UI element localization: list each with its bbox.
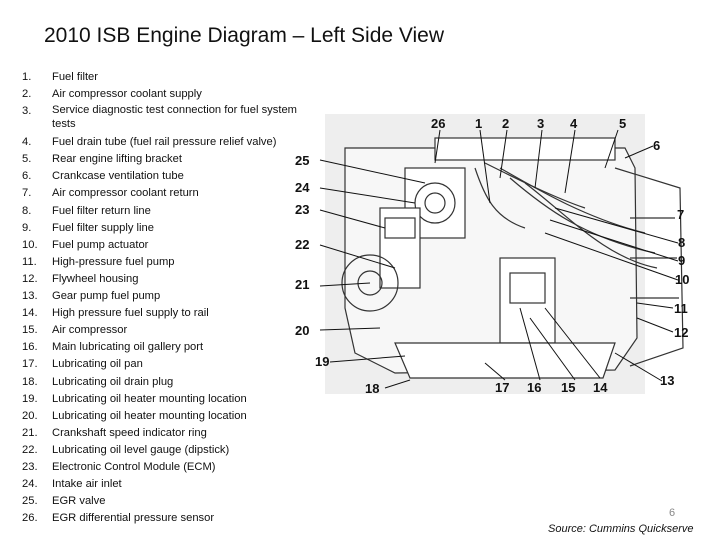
legend-item: 3.Service diagnostic test connection for… <box>22 104 297 131</box>
callout-20: 20 <box>295 323 309 338</box>
legend-item: 17.Lubricating oil pan <box>22 358 143 371</box>
source-credit: Source: Cummins Quickserve <box>548 523 694 535</box>
callout-14: 14 <box>593 380 608 395</box>
legend-item: 12.Flywheel housing <box>22 272 139 285</box>
legend-item: 11.High-pressure fuel pump <box>22 255 175 268</box>
legend-item: 2.Air compressor coolant supply <box>22 88 202 101</box>
callout-11: 11 <box>674 301 688 316</box>
legend-item: 14.High pressure fuel supply to rail <box>22 307 209 320</box>
legend-item: 15.Air compressor <box>22 324 128 337</box>
legend-item: 21.Crankshaft speed indicator ring <box>22 426 207 439</box>
legend-item: 19.Lubricating oil heater mounting locat… <box>22 392 247 405</box>
legend-item: 10.Fuel pump actuator <box>22 238 149 251</box>
callout-12: 12 <box>674 325 688 340</box>
callout-7: 7 <box>677 207 684 222</box>
callout-23: 23 <box>295 202 309 217</box>
callout-24: 24 <box>295 180 310 195</box>
callout-3: 3 <box>537 116 544 131</box>
legend-item: 25.EGR valve <box>22 495 106 508</box>
legend-item: 1.Fuel filter <box>22 71 99 83</box>
callout-25: 25 <box>295 153 309 168</box>
callout-2: 2 <box>502 116 509 131</box>
legend-item: 8.Fuel filter return line <box>22 204 151 217</box>
callout-8: 8 <box>678 235 685 250</box>
callout-19: 19 <box>315 354 329 369</box>
legend-item: 13.Gear pump fuel pump <box>22 290 161 303</box>
legend-item: 5.Rear engine lifting bracket <box>22 153 182 166</box>
parts-legend: 1.Fuel filter 2.Air compressor coolant s… <box>22 69 322 527</box>
callout-5: 5 <box>619 116 626 131</box>
legend-item: 26.EGR differential pressure sensor <box>22 512 215 525</box>
legend-item: 9.Fuel filter supply line <box>22 221 154 234</box>
callout-22: 22 <box>295 237 309 252</box>
callout-9: 9 <box>678 253 685 268</box>
legend-item: 7.Air compressor coolant return <box>22 187 199 200</box>
legend-item: 23.Electronic Control Module (ECM) <box>22 460 216 473</box>
legend-item: 4.Fuel drain tube (fuel rail pressure re… <box>22 136 277 149</box>
slide-title: 2010 ISB Engine Diagram – Left Side View <box>44 24 445 47</box>
callout-1: 1 <box>475 116 482 131</box>
callout-4: 4 <box>570 116 578 131</box>
callout-15: 15 <box>561 380 575 395</box>
callout-13: 13 <box>660 373 674 388</box>
legend-item: 22.Lubricating oil level gauge (dipstick… <box>22 443 230 456</box>
engine-diagram: 1 2 3 4 5 6 7 8 9 10 11 12 13 14 15 16 1… <box>285 108 705 408</box>
callout-21: 21 <box>295 277 309 292</box>
callout-18: 18 <box>365 381 379 396</box>
callout-26: 26 <box>431 116 445 131</box>
legend-item: 18.Lubricating oil drain plug <box>22 375 174 388</box>
callout-10: 10 <box>675 272 689 287</box>
page-number: 6 <box>669 507 676 519</box>
legend-item: 24.Intake air inlet <box>22 478 122 491</box>
callout-16: 16 <box>527 380 541 395</box>
callout-17: 17 <box>495 380 509 395</box>
callout-6: 6 <box>653 138 660 153</box>
legend-item: 20.Lubricating oil heater mounting locat… <box>22 409 247 422</box>
legend-item: 16.Main lubricating oil gallery port <box>22 341 204 354</box>
legend-item: 6.Crankcase ventilation tube <box>22 170 184 183</box>
